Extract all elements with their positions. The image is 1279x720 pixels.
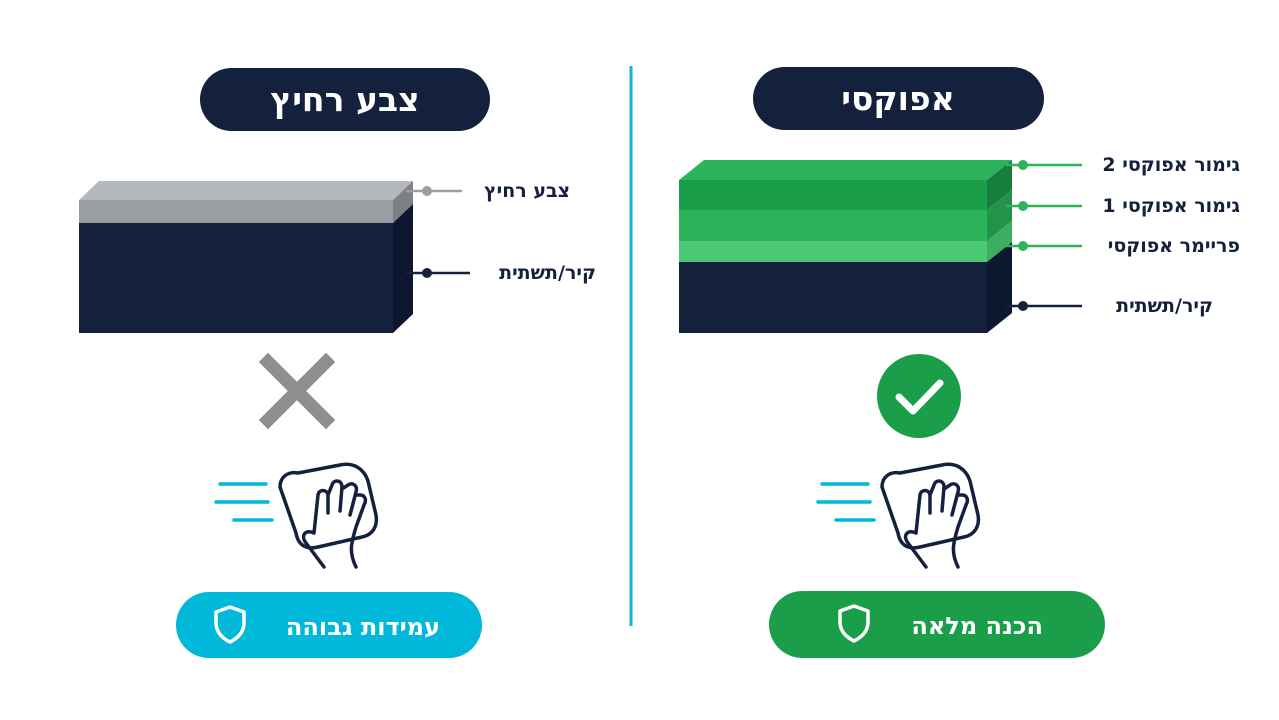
right-callout-finish2-label: גימור אפוקסי 2 xyxy=(1102,154,1240,176)
left-callout-wall: קיר/תשתית xyxy=(406,262,596,284)
x-mark-icon xyxy=(258,352,336,430)
left-callout-paint: צבע רחיץ xyxy=(406,180,570,202)
right-wall-front xyxy=(679,262,987,333)
right-callout-primer: פריימר אפוקסי xyxy=(1006,235,1240,257)
left-paint-layer-top xyxy=(79,181,413,200)
left-callout-paint-label: צבע רחיץ xyxy=(484,180,570,202)
left-wall-layer-side xyxy=(393,204,413,333)
right-callout-wall: קיר/תשתית xyxy=(1006,295,1213,317)
left-wiping-hand-icon xyxy=(214,462,379,569)
right-layer-block xyxy=(679,160,1012,333)
right-badge-label: הכנה מלאה xyxy=(911,612,1043,640)
right-primer-side xyxy=(987,221,1012,262)
check-circle-icon xyxy=(877,354,961,438)
right-callout-finish1: גימור אפוקסי 1 xyxy=(1006,195,1240,217)
right-title-pill: אפוקסי xyxy=(753,67,1044,130)
right-callout-finish1-label: גימור אפוקסי 1 xyxy=(1102,195,1240,217)
left-layer-block xyxy=(79,181,413,333)
right-finish2-top xyxy=(679,160,1012,180)
left-paint-layer-front xyxy=(79,200,393,223)
left-badge-label: עמידות גבוהה xyxy=(286,613,440,641)
left-panel: צבע רחיץ צבע רחיץ קיר/תשתית xyxy=(79,68,596,658)
left-callout-wall-label: קיר/תשתית xyxy=(499,262,596,284)
right-wall-side xyxy=(987,242,1012,333)
right-callout-finish2: גימור אפוקסי 2 xyxy=(1006,154,1240,176)
right-finish1-side xyxy=(987,190,1012,241)
left-title: צבע רחיץ xyxy=(270,80,419,119)
left-title-pill: צבע רחיץ xyxy=(200,68,490,131)
right-callout-primer-label: פריימר אפוקסי xyxy=(1108,235,1240,257)
right-finish1-front xyxy=(679,210,987,241)
right-finish2-front xyxy=(679,180,987,210)
right-wiping-hand-icon xyxy=(816,462,981,569)
right-callout-wall-label: קיר/תשתית xyxy=(1116,295,1213,317)
right-primer-front xyxy=(679,241,987,262)
right-badge: הכנה מלאה xyxy=(769,591,1105,658)
right-title: אפוקסי xyxy=(841,79,955,118)
right-panel: אפוקסי גימור אפוקסי 2 xyxy=(679,67,1240,658)
left-wall-layer-front xyxy=(79,223,393,333)
left-badge: עמידות גבוהה xyxy=(176,592,482,658)
right-finish2-side xyxy=(987,160,1012,210)
